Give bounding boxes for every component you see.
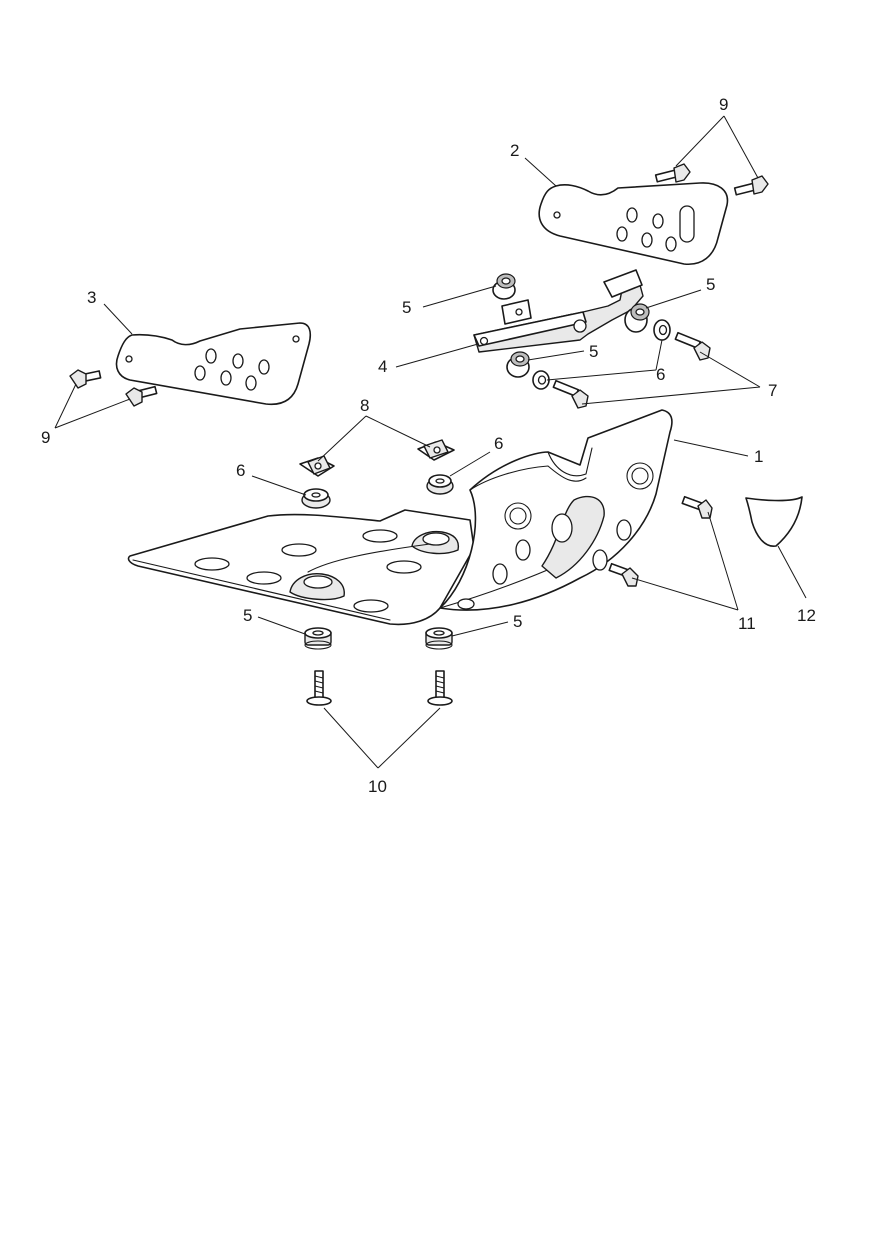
callout-labels: 9 2 5 5 3 4 5 6 7 9 8 6 6 1 11 12 5 5 10 <box>41 95 816 796</box>
clip-nut-right <box>417 439 455 461</box>
left-side-plate <box>115 322 312 406</box>
callout-3: 3 <box>87 288 96 307</box>
callout-9-top: 9 <box>719 95 728 114</box>
callout-2: 2 <box>510 141 519 160</box>
trim-cover <box>745 496 803 547</box>
callout-6-mid: 6 <box>494 434 503 453</box>
leader-lines <box>54 115 807 769</box>
callout-12: 12 <box>797 606 816 625</box>
spacer-mid <box>426 474 454 495</box>
callout-6-left: 6 <box>236 461 245 480</box>
grommet-top <box>492 273 516 300</box>
callout-5-bottom-left: 5 <box>243 606 252 625</box>
screw-left <box>306 670 332 706</box>
grommet-bottom-left <box>304 627 332 650</box>
bolt-7-upper <box>674 331 711 361</box>
callout-5-mid: 5 <box>589 342 598 361</box>
spacer-mid-right <box>532 370 550 390</box>
callout-6-right: 6 <box>656 365 665 384</box>
callout-10: 10 <box>368 777 387 796</box>
callout-5-top-right: 5 <box>706 275 715 294</box>
bolt-11-upper <box>681 495 713 519</box>
callout-8: 8 <box>360 396 369 415</box>
grommet-right <box>624 303 650 333</box>
callout-4: 4 <box>378 357 387 376</box>
bolt-9-left-bottom <box>125 385 158 407</box>
grommet-bottom-right <box>425 627 453 650</box>
callout-5-top-left: 5 <box>402 298 411 317</box>
clip-nut-left <box>299 455 335 477</box>
bolt-9-top-right <box>733 175 769 196</box>
grommet-mid <box>506 351 530 378</box>
spacer-left <box>301 488 331 509</box>
mounting-bracket <box>473 269 644 353</box>
callout-11: 11 <box>738 614 756 633</box>
screw-right <box>427 670 453 706</box>
callout-7: 7 <box>768 381 777 400</box>
bolt-9-left-top <box>69 369 102 389</box>
callout-1: 1 <box>754 447 763 466</box>
right-side-plate <box>538 182 729 265</box>
bolt-11-lower <box>608 562 639 587</box>
spacer-right <box>653 319 671 341</box>
skid-plate <box>127 409 673 626</box>
bolt-9-top-left <box>654 163 691 183</box>
callout-9-left: 9 <box>41 428 50 447</box>
bolt-7-lower <box>552 379 589 409</box>
callout-5-bottom-right: 5 <box>513 612 522 631</box>
